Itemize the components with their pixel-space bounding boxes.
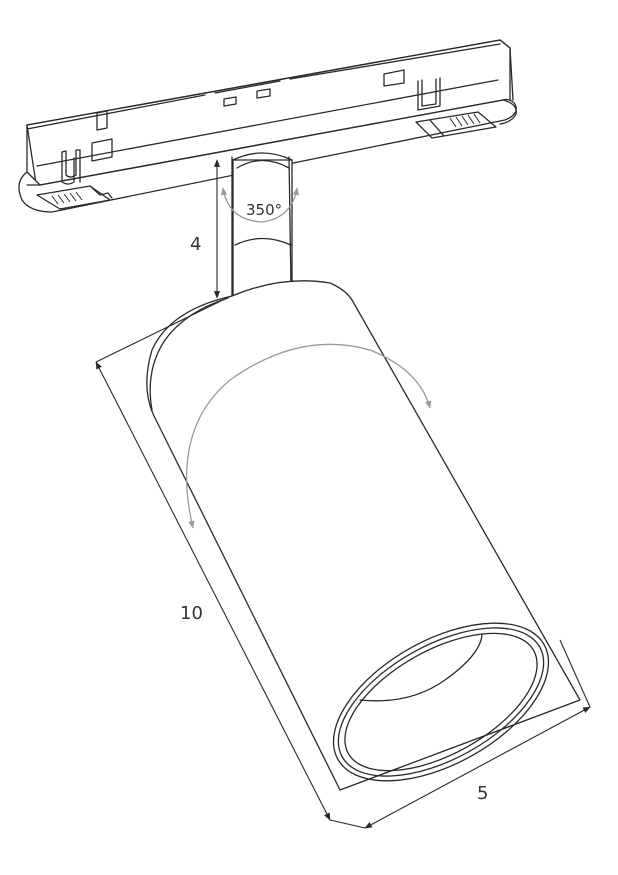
swivel-stem [231, 152, 293, 301]
rotation-angle-label: 350° [246, 201, 282, 219]
cylinder-body [146, 280, 581, 791]
body-diameter-label: 5 [477, 783, 488, 804]
rotation-arrow-stem [221, 187, 299, 223]
dimension-diameter [329, 639, 591, 829]
dimension-length [95, 295, 331, 821]
track-adapter [18, 39, 517, 213]
stem-height-label: 4 [190, 234, 201, 255]
body-length-label: 10 [180, 603, 203, 624]
